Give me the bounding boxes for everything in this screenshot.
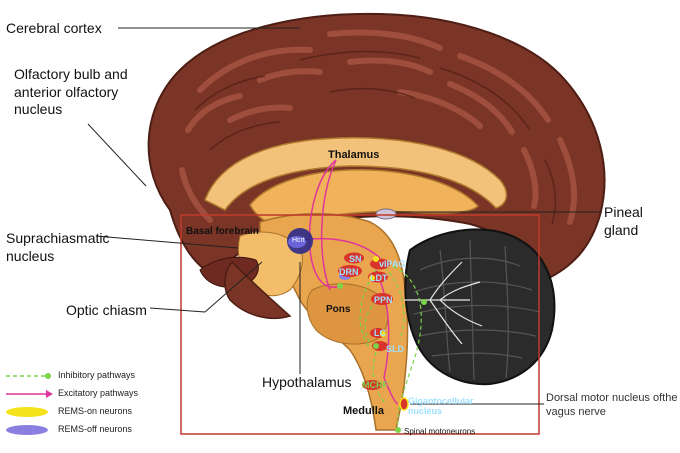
- drn-nucleus: [338, 265, 362, 277]
- thalamus-label: Thalamus: [328, 149, 379, 161]
- pons-region: [306, 283, 389, 345]
- legend-rems-on-label: REMS-on neurons: [58, 406, 133, 416]
- legend-inhibitory-dot: [45, 373, 51, 379]
- vlpag-label: vlPAG: [379, 259, 405, 269]
- legend-inhibitory-label: Inhibitory pathways: [58, 370, 136, 380]
- sn-label: SN: [349, 254, 362, 264]
- suprachiasmatic-label: Suprachiasmatic nucleus: [6, 230, 110, 264]
- leader-lines: [87, 27, 602, 405]
- mcrf-label: MCRF: [362, 380, 388, 390]
- cortex-gyri: [179, 29, 578, 225]
- medulla-label: Medulla: [343, 405, 385, 417]
- legend-excitatory-arrow: [46, 390, 53, 398]
- legend-rems-off-label: REMS-off neurons: [58, 424, 132, 434]
- legend-rems-on-swatch: [6, 407, 48, 417]
- temporal-lobe: [224, 260, 292, 319]
- pineal-gland: [375, 208, 397, 220]
- corpus-callosum: [204, 137, 508, 211]
- optic-chiasm-label: Optic chiasm: [66, 302, 147, 318]
- olfactory-label: Olfactory bulb and anterior olfactory nu…: [14, 66, 128, 117]
- hypothalamus-label: Hypothalamus: [262, 374, 352, 390]
- gigantocellular-line1: Gigantocellular: [408, 396, 474, 406]
- hcrt-label: Hcrt: [292, 237, 305, 244]
- ldt-label: LDT: [370, 273, 388, 283]
- brainstem-nuclei: [337, 252, 427, 433]
- basal-forebrain-label: Basal forebrain: [186, 226, 259, 237]
- arbor-vitae: [403, 261, 483, 345]
- ppn-label: PPN: [374, 295, 393, 305]
- sld-label: SLD: [386, 344, 405, 354]
- cortex-sulci: [194, 50, 557, 225]
- mcrf-nucleus: [362, 380, 382, 390]
- dorsal-motor-label: Dorsal motor nucleus ofthe vagus nerve: [546, 392, 678, 418]
- gigantocellular-label: Gigantocellular nucleus: [408, 396, 476, 416]
- gigantocellular-line2: nucleus: [408, 406, 442, 416]
- rems-off-nuclei: [287, 228, 351, 280]
- sn-nucleus: [344, 252, 364, 264]
- pineal-gland-label: Pineal gland: [604, 204, 643, 238]
- cerebellum: [404, 228, 556, 386]
- pons-label: Pons: [326, 304, 351, 315]
- legend-excitatory-label: Excitatory pathways: [58, 388, 139, 398]
- ppn-nucleus: [371, 293, 393, 305]
- gigantocellular-nucleus: [399, 397, 409, 411]
- legend-rems-off-swatch: [6, 425, 48, 435]
- spinal-motoneurons-label: Spinal motoneurons: [404, 427, 475, 436]
- drn-label: DRN: [339, 267, 359, 277]
- brainstem-frame: [180, 214, 540, 435]
- lc-label: LC: [374, 328, 386, 338]
- legend: [6, 373, 53, 435]
- cerebral-cortex-label: Cerebral cortex: [6, 20, 102, 36]
